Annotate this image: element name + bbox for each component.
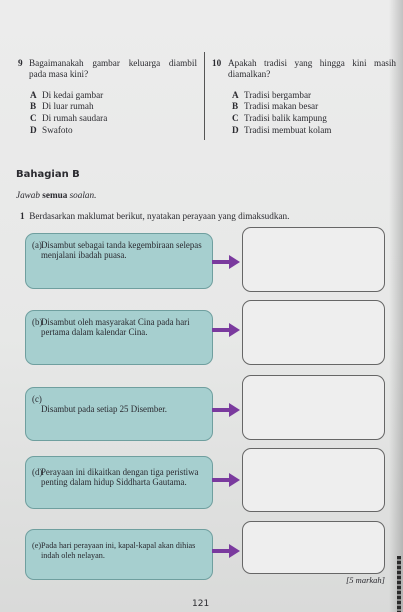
arrow-right-icon	[212, 323, 240, 337]
option-a: A Di kedai gambar	[30, 90, 103, 101]
instruction-pre: Jawab	[16, 190, 43, 200]
item-text: Disambut pada setiap 25 Disember.	[41, 404, 167, 414]
clue-box-a: (a) Disambut sebagai tanda kegembiraan s…	[25, 233, 213, 289]
item-text: Disambut oleh masyarakat Cina pada hari …	[41, 317, 190, 338]
question-text: Apakah tradisi yang hingga kini masih di…	[228, 58, 396, 79]
option-key: A	[232, 90, 239, 100]
question-text: Bagaimanakah gambar keluarga diambil pad…	[29, 58, 197, 79]
clue-box-d: (d) Perayaan ini dikaitkan dengan tiga p…	[25, 456, 213, 509]
question-number: 9	[18, 58, 23, 68]
option-b: B Tradisi makan besar	[232, 101, 318, 112]
answer-box-c[interactable]	[242, 375, 385, 440]
option-key: C	[30, 113, 37, 123]
marks-label: [5 markah]	[346, 575, 385, 585]
option-text: Tradisi balik kampung	[244, 113, 327, 123]
option-key: A	[30, 90, 37, 100]
instruction-bold: semua	[42, 190, 68, 200]
option-key: B	[232, 101, 239, 111]
arrow-right-icon	[212, 255, 240, 269]
option-a: A Tradisi bergambar	[232, 90, 311, 101]
clue-box-c: (c) Disambut pada setiap 25 Disember.	[25, 387, 213, 441]
option-d: D Swafoto	[30, 125, 73, 136]
option-text: Di kedai gambar	[42, 90, 104, 100]
option-d: D Tradisi membuat kolam	[232, 125, 331, 136]
arrow-right-icon	[212, 473, 240, 487]
arrow-right-icon	[212, 403, 240, 417]
answer-box-a[interactable]	[242, 227, 385, 292]
item-label: (c)	[32, 394, 42, 404]
question-number: 10	[212, 58, 222, 68]
option-c: C Di rumah saudara	[30, 113, 107, 124]
option-text: Di rumah saudara	[42, 113, 108, 123]
option-text: Tradisi membuat kolam	[244, 125, 332, 135]
option-text: Tradisi makan besar	[244, 101, 319, 111]
option-text: Di luar rumah	[42, 101, 94, 111]
book-spine	[397, 556, 401, 612]
item-label: (a)	[32, 240, 42, 250]
column-divider	[204, 52, 205, 140]
option-key: B	[30, 101, 37, 111]
option-c: C Tradisi balik kampung	[232, 113, 327, 124]
clue-box-b: (b) Disambut oleh masyarakat Cina pada h…	[25, 310, 213, 365]
item-label: (e)	[32, 541, 42, 550]
answer-box-b[interactable]	[242, 300, 385, 365]
option-b: B Di luar rumah	[30, 101, 94, 112]
item-text: Perayaan ini dikaitkan dengan tiga peris…	[41, 467, 199, 488]
page-number: 121	[192, 599, 210, 609]
item-text: Pada hari perayaan ini, kapal-kapal akan…	[41, 541, 196, 560]
option-text: Swafoto	[42, 125, 73, 135]
question-number: 1	[20, 211, 25, 221]
instruction-post: soalan.	[67, 190, 97, 200]
option-text: Tradisi bergambar	[244, 90, 312, 100]
page-edge-shadow	[389, 0, 403, 612]
item-label: (d)	[32, 467, 43, 477]
question-1-stem: 1 Berdasarkan maklumat berikut, nyatakan…	[20, 211, 289, 221]
option-key: C	[232, 113, 239, 123]
item-label: (b)	[32, 317, 43, 327]
section-instruction: Jawab semua soalan.	[16, 190, 96, 200]
answer-box-e[interactable]	[242, 521, 385, 574]
arrow-right-icon	[212, 544, 240, 558]
option-key: D	[30, 125, 37, 135]
section-title: Bahagian B	[16, 169, 80, 180]
item-text: Disambut sebagai tanda kegembiraan selep…	[41, 240, 202, 261]
option-key: D	[232, 125, 239, 135]
question-text: Berdasarkan maklumat berikut, nyatakan p…	[29, 211, 290, 221]
answer-box-d[interactable]	[242, 448, 385, 512]
clue-box-e: (e) Pada hari perayaan ini, kapal-kapal …	[25, 529, 213, 580]
